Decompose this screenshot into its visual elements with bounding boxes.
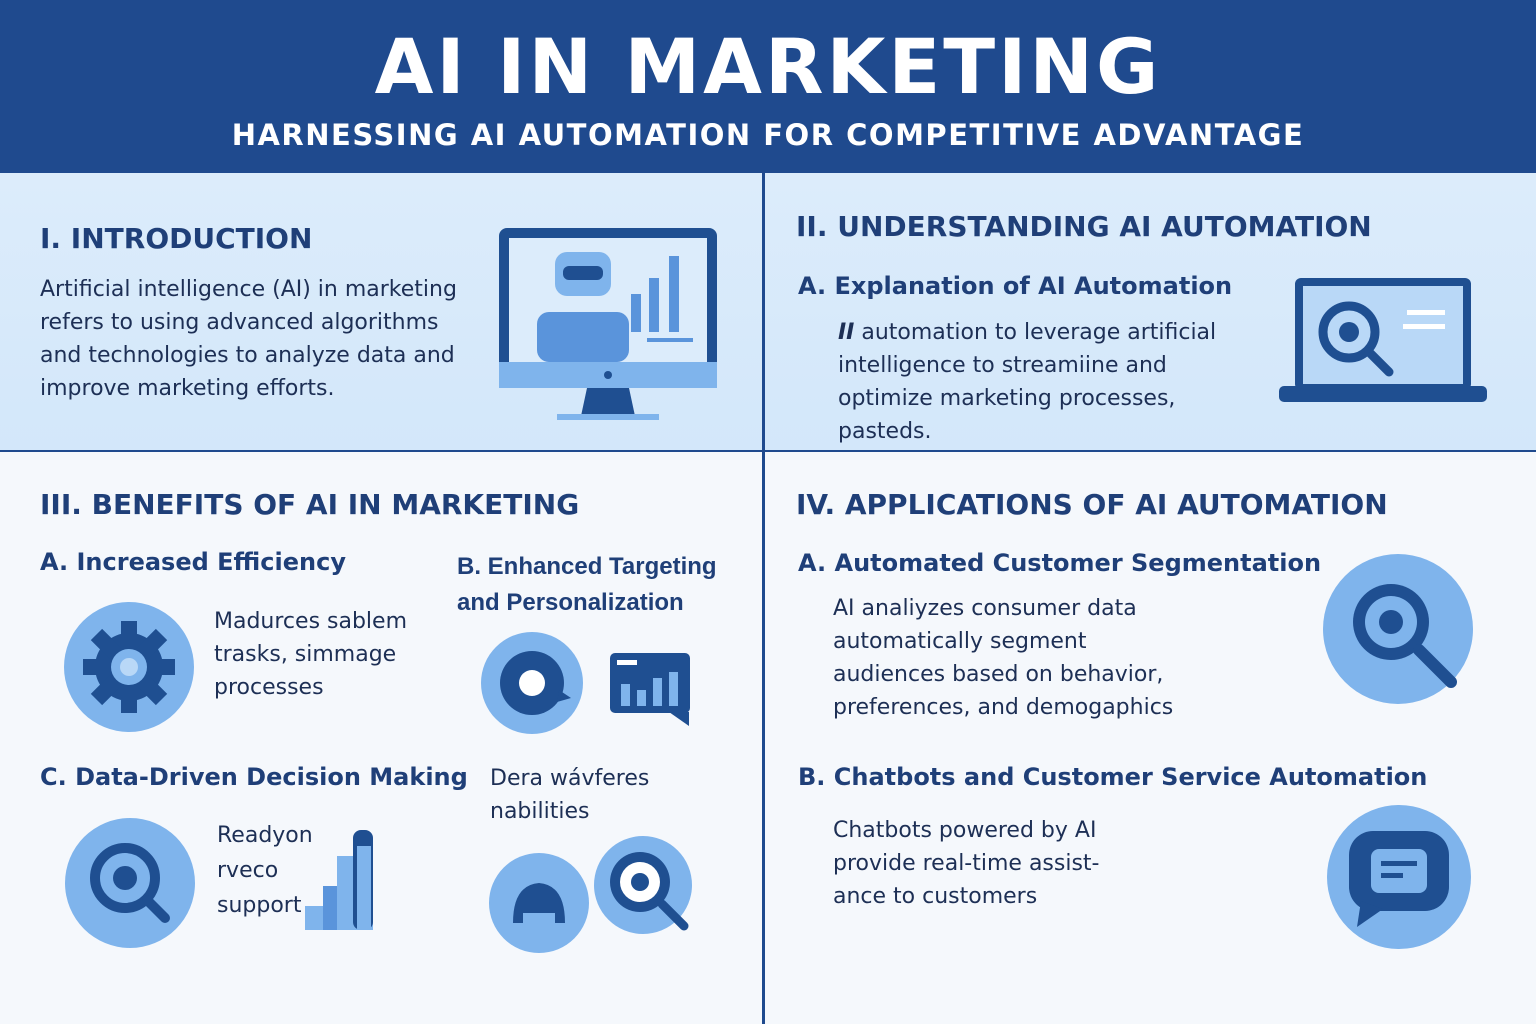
computer-robot-chart-icon xyxy=(497,226,719,423)
introduction-text: Artificial intelligence (AI) in marketin… xyxy=(40,277,457,401)
explanation-text-prefix: II xyxy=(838,320,855,345)
increased-efficiency-text: Madurces sablem trasks, simmage processe… xyxy=(214,609,408,700)
gear-icon xyxy=(64,602,194,732)
introduction-heading: I. INTRODUCTION xyxy=(40,222,313,255)
laptop-search-icon xyxy=(1277,276,1489,406)
data-driven-heading: C. Data-Driven Decision Making xyxy=(40,763,468,791)
data-driven-text: Readyon rveco support xyxy=(217,823,313,918)
horizontal-divider xyxy=(0,450,1536,452)
search-segment-icon xyxy=(1323,554,1473,704)
enhanced-targeting-text: Dera wávferes nabilities xyxy=(490,766,650,824)
user-icon xyxy=(489,853,589,953)
explanation-heading: A. Explanation of AI Automation xyxy=(798,272,1233,300)
vertical-divider xyxy=(762,173,765,1024)
explanation-text: II automation to leverage artificial int… xyxy=(838,316,1258,448)
bar-growth-icon xyxy=(303,826,373,930)
chat-bubble-icon xyxy=(1327,805,1471,949)
customer-segmentation-heading: A. Automated Customer Segmentation xyxy=(798,549,1322,577)
understanding-heading: II. UNDERSTANDING AI AUTOMATION xyxy=(796,210,1372,243)
header-banner xyxy=(0,0,1536,173)
benefits-heading: III. BENEFITS OF AI IN MARKETING xyxy=(40,488,580,521)
search-analytics-icon xyxy=(65,818,195,948)
chatbots-heading: B. Chatbots and Customer Service Automat… xyxy=(798,763,1428,791)
explanation-text-body: automation to leverage artificial intell… xyxy=(838,320,1217,444)
puzzle-chat-icon xyxy=(481,632,583,734)
page-title: AI IN MARKETING xyxy=(374,22,1162,111)
chatbots-text: Chatbots powered by AI provide real-time… xyxy=(833,818,1100,909)
customer-segmentation-text: AI analiyzes consumer data automatically… xyxy=(833,596,1174,720)
enhanced-targeting-heading: B. Enhanced Targeting and Personalizatio… xyxy=(457,553,717,616)
chart-board-icon xyxy=(609,652,691,728)
page-subtitle: HARNESSING AI AUTOMATION FOR COMPETITIVE… xyxy=(231,118,1305,152)
increased-efficiency-heading: A. Increased Efficiency xyxy=(40,548,346,576)
target-search-icon xyxy=(594,836,692,934)
applications-heading: IV. APPLICATIONS OF AI AUTOMATION xyxy=(796,488,1388,521)
